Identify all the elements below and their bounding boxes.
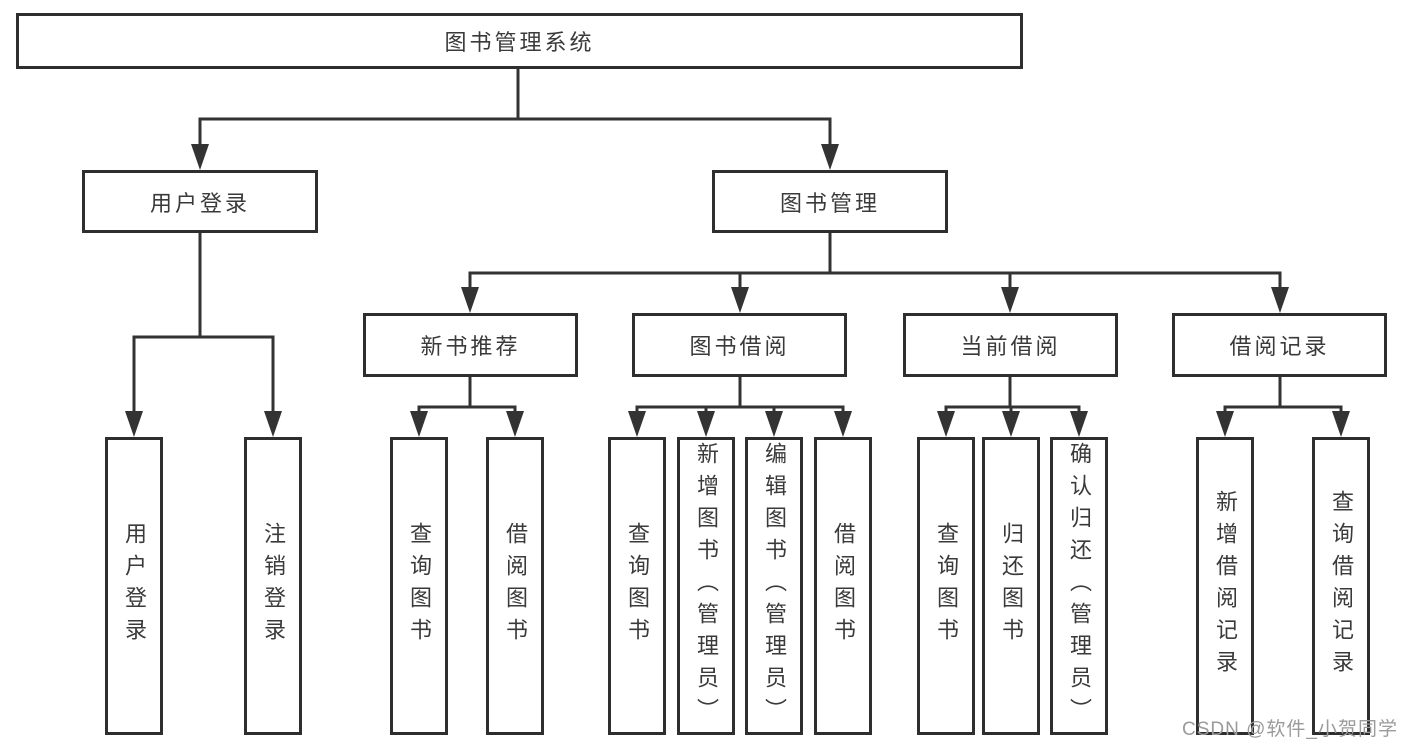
node-nbr-query-books: 查询图书 <box>390 437 448 735</box>
node-label: 当前借阅 <box>960 334 1061 359</box>
node-user-login-leaf: 用户登录 <box>105 437 163 735</box>
node-label: 图书管理系统 <box>444 30 595 55</box>
node-bb-query-books: 查询图书 <box>608 437 666 735</box>
node-library-management-system: 图书管理系统 <box>16 13 1023 69</box>
node-br-query-record: 查询借阅记录 <box>1312 437 1370 735</box>
node-cb-return-books: 归还图书 <box>982 437 1040 735</box>
node-logout: 注销登录 <box>244 437 302 735</box>
node-new-book-recommendation: 新书推荐 <box>363 313 578 377</box>
arrowheads <box>125 144 1350 437</box>
node-label: 查询借阅记录 <box>1329 490 1354 682</box>
node-br-add-record: 新增借阅记录 <box>1196 437 1254 735</box>
node-label: 用户登录 <box>149 190 250 216</box>
node-label: 编辑图书（管理员） <box>762 442 787 730</box>
node-user-login: 用户登录 <box>82 170 318 233</box>
node-label: 用户登录 <box>122 522 147 650</box>
node-label: 新增借阅记录 <box>1213 490 1238 682</box>
node-label: 图书管理 <box>779 190 880 216</box>
node-label: 图书借阅 <box>689 334 790 359</box>
node-book-management: 图书管理 <box>712 170 948 233</box>
node-label: 新增图书（管理员） <box>694 442 719 730</box>
node-bb-add-books-admin: 新增图书（管理员） <box>677 437 735 735</box>
node-label: 查询图书 <box>407 522 432 650</box>
node-label: 新书推荐 <box>420 334 521 359</box>
node-label: 借阅图书 <box>831 522 856 650</box>
node-bb-edit-books-admin: 编辑图书（管理员） <box>745 437 803 735</box>
node-borrowing-records: 借阅记录 <box>1172 313 1387 377</box>
node-label: 确认归还（管理员） <box>1067 442 1092 730</box>
node-label: 注销登录 <box>261 522 286 650</box>
node-label: 归还图书 <box>999 522 1024 650</box>
node-nbr-borrow-books: 借阅图书 <box>486 437 544 735</box>
csdn-watermark: CSDN @软件_小贺同学 <box>1182 719 1398 740</box>
node-label: 借阅记录 <box>1229 334 1330 359</box>
node-bb-borrow-books: 借阅图书 <box>814 437 872 735</box>
node-book-borrowing: 图书借阅 <box>632 313 847 377</box>
node-cb-confirm-return-admin: 确认归还（管理员） <box>1050 437 1108 735</box>
node-label: 查询图书 <box>625 522 650 650</box>
node-cb-query-books: 查询图书 <box>917 437 975 735</box>
node-label: 借阅图书 <box>503 522 528 650</box>
node-label: 查询图书 <box>934 522 959 650</box>
node-current-borrowing: 当前借阅 <box>903 313 1118 377</box>
